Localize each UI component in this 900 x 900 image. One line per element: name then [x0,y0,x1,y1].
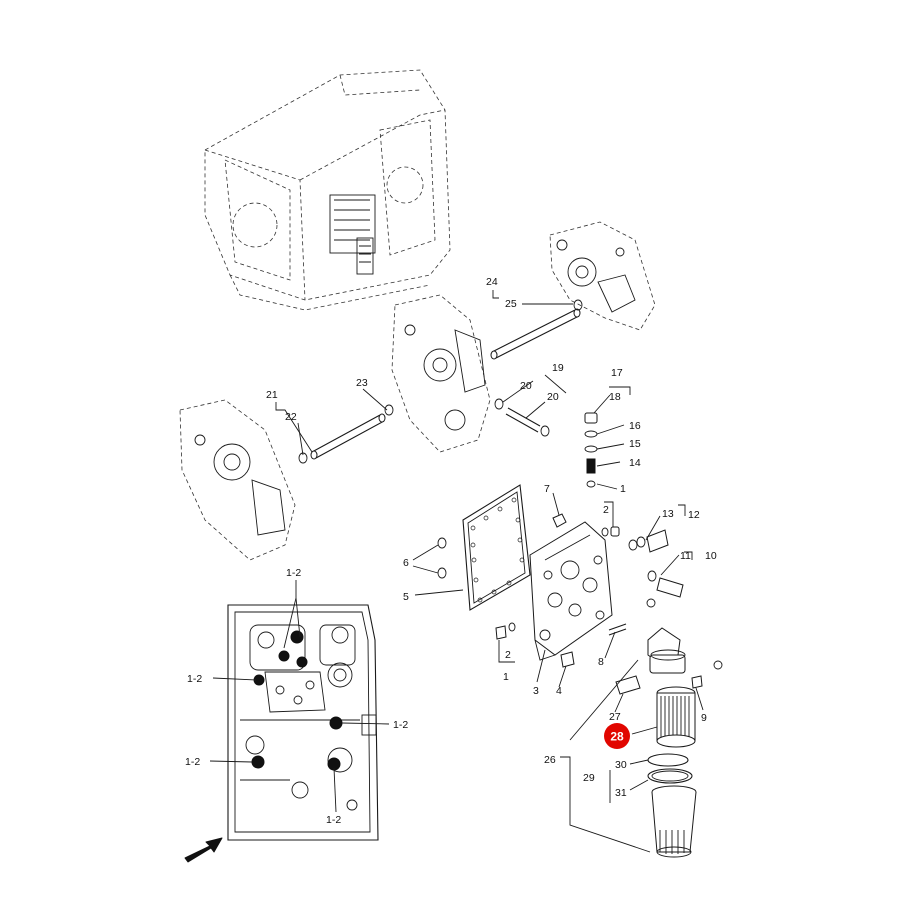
callout-1-top: 1 [620,483,626,495]
left-housing [179,399,296,561]
callout-2-bottom: 2 [505,649,511,661]
callout-22: 22 [285,411,297,423]
callout-1-bottom: 1 [503,671,509,683]
sensor-11 [646,570,684,608]
valve-body-3 [529,521,613,661]
callout-27: 27 [609,711,621,723]
filter-element-28 [656,686,696,748]
callout-20a: 20 [520,380,532,392]
o-ring-30 [647,753,689,767]
callout-1-2-bottom: 1-2 [326,814,341,826]
callout-24: 24 [486,276,498,288]
callout-5: 5 [403,591,409,603]
callout-19: 19 [552,362,564,374]
plug-17 [584,412,598,488]
callout-10: 10 [705,550,717,562]
adapter-27 [615,675,641,695]
callout-30: 30 [615,759,627,771]
callout-14: 14 [629,457,641,469]
pin-8 [608,623,627,636]
screws-1-4 [495,622,723,689]
o-rings-6 [437,537,447,579]
pipe-24 [490,299,583,360]
callout-29: 29 [583,772,595,784]
callout-9: 9 [701,712,707,724]
middle-housing [391,294,491,453]
callout-1-2-left-lower: 1-2 [185,756,200,768]
filter-head [647,627,686,674]
sensor-13 [628,529,669,553]
callout-21: 21 [266,389,278,401]
callout-1-2-left: 1-2 [187,673,202,685]
callout-11: 11 [680,550,691,562]
callout-26: 26 [544,754,556,766]
callout-1-2-right: 1-2 [393,719,408,731]
transmission-housing [204,69,451,311]
leader-lines [209,290,704,853]
highlighted-callout-label: 28 [610,730,624,744]
callout-1-2-top: 1-2 [286,567,301,579]
callout-25: 25 [505,298,517,310]
callout-23: 23 [356,377,368,389]
callout-12: 12 [688,509,700,521]
callout-20b: 20 [547,391,559,403]
arrow-icon [184,837,223,863]
callout-6: 6 [403,557,409,569]
filter-housing [651,785,697,858]
pipe-21 [298,404,394,464]
callout-15: 15 [629,438,641,450]
callout-13: 13 [662,508,674,520]
callout-31: 31 [615,787,627,799]
callout-4: 4 [556,685,562,697]
callout-2-top: 2 [603,504,609,516]
valve-block-detail-view [227,604,379,841]
highlighted-callout-28[interactable]: 28 [604,723,630,749]
pump-housing [549,221,656,331]
pipe-19 [494,398,550,437]
callout-labels: 24 25 21 22 23 19 20 20 17 18 16 15 14 1… [185,276,717,826]
callout-8: 8 [598,656,604,668]
fittings-7-2 [552,513,620,537]
gasket-5 [462,484,531,611]
callout-18: 18 [609,391,621,403]
callout-7: 7 [544,483,550,495]
callout-3: 3 [533,685,539,697]
o-ring-31 [647,768,693,784]
callout-17: 17 [611,367,623,379]
callout-16: 16 [629,420,641,432]
